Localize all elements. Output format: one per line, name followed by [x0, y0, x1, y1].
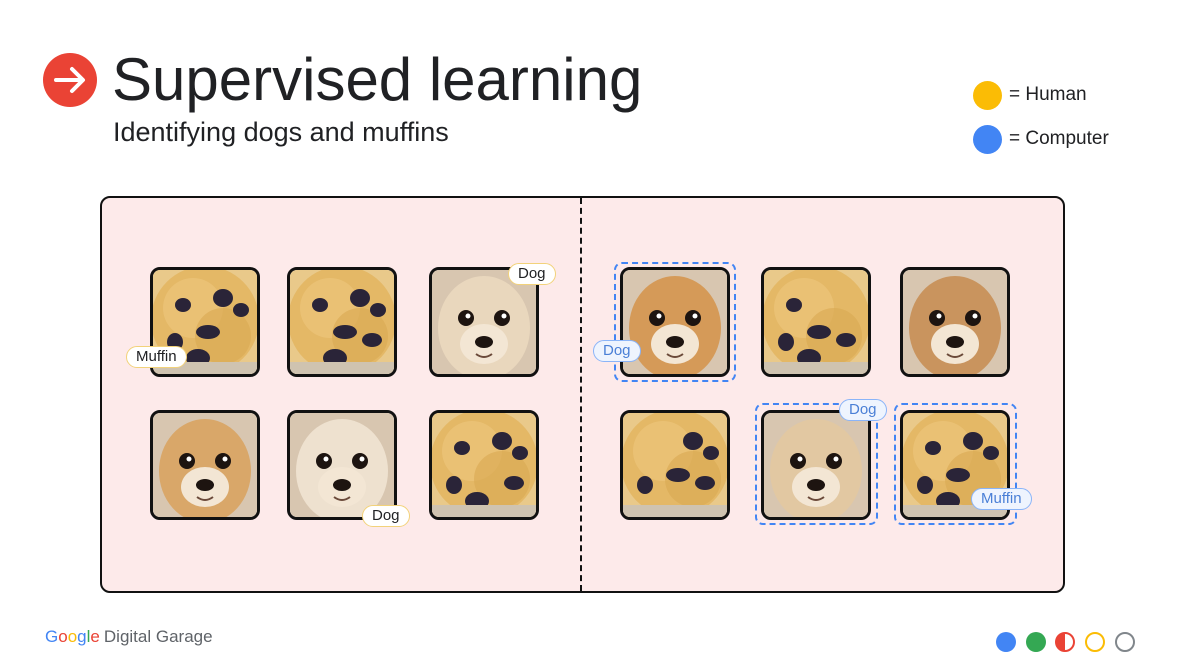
human-label-muffin: Muffin — [126, 346, 187, 368]
gray-ring-icon — [1115, 632, 1135, 652]
muffin-image[interactable] — [287, 267, 397, 377]
computer-dot-icon — [973, 124, 1002, 154]
muffin-image[interactable] — [429, 410, 539, 520]
dog-image[interactable] — [620, 267, 730, 377]
computer-selection-box — [614, 262, 736, 382]
human-dot-icon — [973, 80, 1002, 110]
green-dot-icon — [1026, 632, 1046, 652]
computer-label-muffin: Muffin — [971, 488, 1032, 510]
dog-image[interactable] — [761, 410, 871, 520]
computer-label-dog: Dog — [839, 399, 887, 421]
image-panel — [100, 196, 1065, 593]
half-red-dot-icon — [1055, 632, 1075, 652]
human-label-dog: Dog — [508, 263, 556, 285]
muffin-image[interactable] — [620, 410, 730, 520]
page-subtitle: Identifying dogs and muffins — [113, 117, 449, 147]
arrow-right-icon — [43, 53, 97, 107]
legend-computer: = Computer — [973, 124, 1109, 154]
human-label-dog: Dog — [362, 505, 410, 527]
muffin-image[interactable] — [150, 267, 260, 377]
dog-image[interactable] — [900, 267, 1010, 377]
dog-image[interactable] — [429, 267, 539, 377]
dog-image[interactable] — [150, 410, 260, 520]
muffin-image[interactable] — [761, 267, 871, 377]
computer-selection-box — [755, 403, 878, 525]
panel-divider — [580, 198, 582, 591]
yellow-ring-icon — [1085, 632, 1105, 652]
legend-human: = Human — [973, 80, 1087, 110]
computer-selection-box — [894, 403, 1017, 525]
computer-label-dog: Dog — [593, 340, 641, 362]
muffin-image[interactable] — [900, 410, 1010, 520]
legend-human-label: = Human — [1009, 84, 1087, 105]
dog-image[interactable] — [287, 410, 397, 520]
legend-computer-label: = Computer — [1009, 128, 1109, 149]
page-title: Supervised learning — [112, 46, 643, 113]
blue-dot-icon — [996, 632, 1016, 652]
